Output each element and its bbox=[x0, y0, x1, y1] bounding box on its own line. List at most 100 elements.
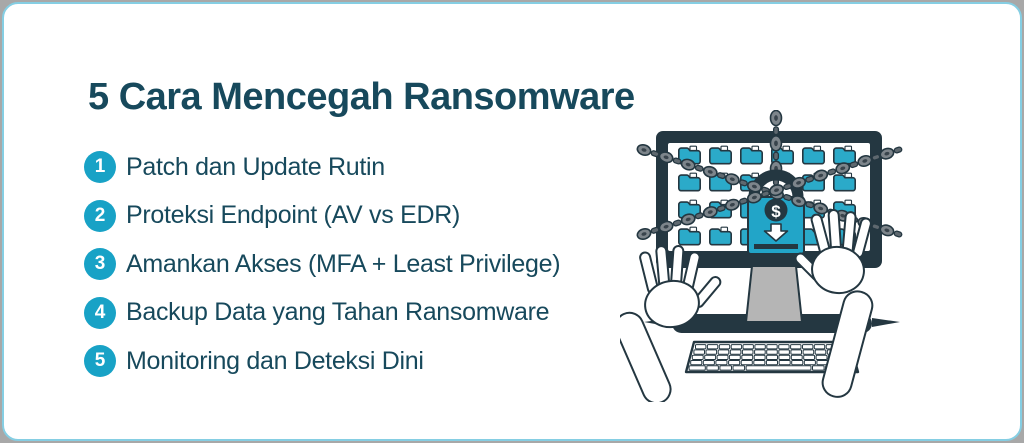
keyboard-key bbox=[728, 354, 741, 360]
keyboard-key bbox=[716, 354, 729, 360]
chain-link-hole bbox=[884, 151, 890, 156]
list-item: 5 Monitoring dan Deteksi Dini bbox=[84, 345, 560, 377]
keyboard-key bbox=[741, 354, 754, 360]
folder-body bbox=[801, 147, 826, 165]
item-number-badge: 3 bbox=[84, 248, 116, 280]
keyboard-key bbox=[812, 365, 825, 371]
chain-link bbox=[783, 193, 792, 201]
chain-link bbox=[650, 226, 660, 234]
chain-link bbox=[893, 146, 903, 154]
keyboard-key bbox=[702, 360, 715, 366]
folder-icon bbox=[770, 145, 795, 165]
keyboard-key bbox=[814, 349, 827, 355]
chain-link bbox=[739, 179, 748, 187]
dollar-icon: $ bbox=[771, 202, 781, 221]
chain-link-hole bbox=[862, 159, 868, 163]
folder-icon bbox=[677, 172, 702, 192]
keyboard-key bbox=[706, 365, 719, 371]
page-title: 5 Cara Mencegah Ransomware bbox=[88, 76, 635, 118]
palm bbox=[811, 245, 865, 295]
chain-link-hole bbox=[796, 199, 802, 203]
item-label: Patch dan Update Rutin bbox=[126, 152, 385, 181]
keyboard-key bbox=[742, 344, 754, 350]
chain-link-hole bbox=[796, 181, 802, 185]
chain-link bbox=[805, 175, 815, 183]
keyboard-key bbox=[778, 349, 790, 355]
folder-icon bbox=[677, 226, 702, 246]
keyboard-key bbox=[741, 349, 754, 355]
chain-link bbox=[672, 219, 682, 227]
chain-link bbox=[827, 168, 837, 176]
folder-body bbox=[739, 147, 764, 165]
chain-link bbox=[672, 157, 682, 165]
keyboard-key bbox=[717, 349, 730, 355]
folder-icon bbox=[832, 199, 857, 219]
keyboard-key bbox=[753, 360, 766, 366]
chain-link bbox=[871, 153, 881, 161]
keyboard-key bbox=[728, 360, 741, 366]
right-hand bbox=[794, 209, 874, 398]
chain-link-hole bbox=[751, 184, 757, 189]
chain-link-hole bbox=[729, 177, 735, 182]
item-label: Amankan Akses (MFA + Least Privilege) bbox=[126, 249, 561, 278]
chain-link bbox=[783, 183, 792, 191]
keyboard-key bbox=[695, 344, 707, 350]
keyboard-key bbox=[803, 360, 816, 366]
keyboard-key bbox=[705, 349, 718, 355]
keyboard-key bbox=[815, 354, 828, 360]
keyboard-key bbox=[802, 349, 815, 355]
item-number-badge: 2 bbox=[84, 199, 116, 232]
keyboard-key bbox=[706, 344, 719, 350]
chain-link bbox=[772, 151, 780, 161]
keyboard-key bbox=[790, 344, 802, 350]
item-number-badge: 5 bbox=[84, 345, 116, 377]
folder-icon bbox=[677, 145, 702, 165]
folder-icon bbox=[832, 145, 857, 165]
keyboard-key bbox=[715, 360, 728, 366]
chain-link bbox=[716, 204, 726, 212]
palm bbox=[644, 279, 700, 329]
diagonal-chain-icon bbox=[636, 143, 903, 238]
folder-icon bbox=[801, 145, 826, 165]
keyboard-key bbox=[790, 354, 803, 360]
keyboard-key bbox=[732, 365, 746, 371]
folder-body bbox=[832, 147, 857, 165]
keyboard-key bbox=[754, 349, 766, 355]
chain-link-hole bbox=[663, 224, 669, 229]
item-label: Monitoring dan Deteksi Dini bbox=[126, 346, 424, 375]
chain-link bbox=[849, 161, 859, 169]
folder-icon bbox=[739, 172, 764, 192]
folder-body bbox=[708, 228, 733, 246]
keyboard-key bbox=[745, 365, 812, 371]
keyboard-key bbox=[813, 344, 826, 350]
ransom-coin bbox=[764, 198, 788, 222]
keyboard-key bbox=[691, 354, 704, 360]
chain-link bbox=[893, 230, 903, 238]
stand-neck bbox=[745, 265, 803, 323]
folder-body bbox=[677, 174, 702, 192]
chain-link-hole bbox=[884, 228, 890, 233]
item-label: Proteksi Endpoint (AV vs EDR) bbox=[126, 201, 461, 229]
list-item: 3 Amankan Akses (MFA + Least Privilege) bbox=[84, 248, 561, 280]
keyboard-key bbox=[693, 349, 706, 355]
chain-link bbox=[739, 197, 748, 205]
chain-link bbox=[694, 164, 704, 172]
chain-link-hole bbox=[685, 162, 691, 167]
list-item: 2 Proteksi Endpoint (AV vs EDR) bbox=[84, 199, 560, 232]
chain-link-hole bbox=[818, 173, 824, 178]
chain-link-hole bbox=[774, 115, 778, 121]
chain-link-hole bbox=[641, 148, 647, 152]
keyboard-key bbox=[778, 360, 791, 366]
diagonal-chain-icon bbox=[636, 146, 903, 241]
keyboard-key bbox=[730, 344, 743, 350]
chain-link-hole bbox=[707, 210, 713, 214]
keyboard-key bbox=[766, 349, 778, 355]
stand-wing-right bbox=[872, 318, 900, 327]
keyboard-key bbox=[778, 344, 790, 350]
keyboard-key bbox=[754, 344, 766, 350]
keyboard-key bbox=[778, 354, 791, 360]
ransomware-illustration: $ bbox=[620, 110, 903, 402]
keyboard-key bbox=[740, 360, 753, 366]
